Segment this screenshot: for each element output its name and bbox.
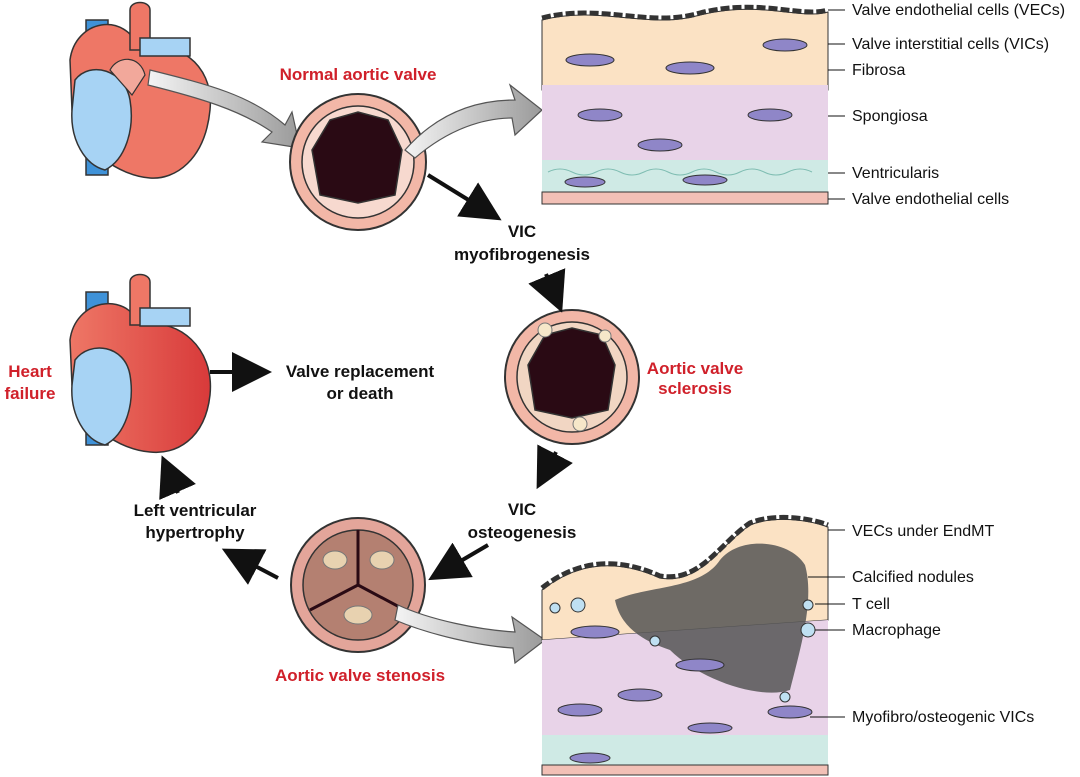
sclerosis-valve-icon (504, 309, 640, 445)
outcome-label-1: Valve replacement (286, 362, 435, 381)
layer-label-osteogenic-vics: Myofibro/osteogenic VICs (852, 709, 1034, 726)
stenosis-zoom-arrow (394, 604, 547, 665)
layer-label-ventricularis: Ventricularis (852, 165, 939, 182)
diseased-tissue-section (540, 514, 829, 776)
layer-label-macrophage: Macrophage (852, 622, 941, 639)
diseased-layer-leaders (808, 529, 845, 718)
layer-label-vecs-endmt: VECs under EndMT (852, 523, 995, 540)
process-osteo-label-1: VIC (508, 500, 536, 519)
process-osteo-label-2: osteogenesis (468, 523, 577, 542)
layer-label-fibrosa: Fibrosa (852, 62, 905, 79)
normal-tissue-section (541, 4, 829, 205)
stage-normal-label: Normal aortic valve (280, 65, 437, 84)
layer-label-calcified-nodules: Calcified nodules (852, 569, 974, 586)
layer-label-spongiosa: Spongiosa (852, 108, 928, 125)
heart-failure-label-2: failure (4, 384, 55, 403)
heart-failure-label-1: Heart (8, 362, 52, 381)
layer-label-vics: Valve interstitial cells (VICs) (852, 36, 1049, 53)
outcome-label-2: or death (326, 384, 393, 403)
layer-label-t-cell: T cell (852, 596, 890, 613)
stage-sclerosis-label-2: sclerosis (658, 379, 732, 398)
normal-zoom-arrow (404, 83, 543, 159)
normal-valve-icon (289, 93, 427, 231)
flow-arrows (159, 173, 573, 585)
stage-sclerosis-label-1: Aortic valve (647, 359, 743, 378)
stenosis-valve-icon (290, 517, 426, 653)
layer-label-vecs: Valve endothelial cells (VECs) (852, 2, 1065, 19)
process-myofib-label-2: myofibrogenesis (454, 245, 590, 264)
process-lvh-label-2: hypertrophy (145, 523, 245, 542)
process-myofib-label-1: VIC (508, 222, 536, 241)
failing-heart-illustration (69, 273, 212, 454)
layer-label-vec-bottom: Valve endothelial cells (852, 191, 1009, 208)
stage-stenosis-label: Aortic valve stenosis (275, 666, 445, 685)
normal-heart-illustration (69, 1, 212, 179)
normal-layer-leaders (828, 9, 845, 200)
process-lvh-label-1: Left ventricular (134, 501, 257, 520)
